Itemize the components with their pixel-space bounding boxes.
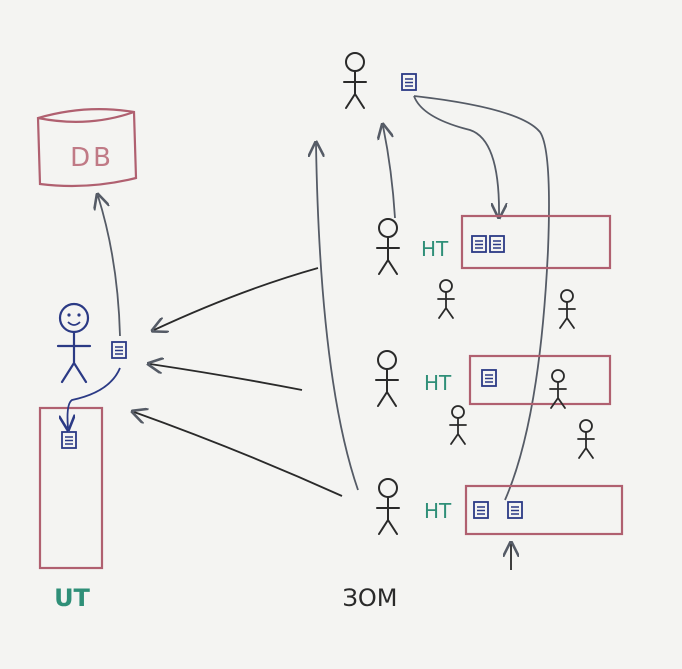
ht-box-2 xyxy=(468,354,612,406)
stick-figure-icon xyxy=(376,478,400,535)
stick-figure-icon xyxy=(376,218,400,275)
arrow-top-doc-to-ht xyxy=(413,95,499,216)
stick-figure-icon xyxy=(375,350,399,407)
arrow-doc-to-ut xyxy=(68,367,121,428)
document-icon xyxy=(507,501,523,519)
document-icon xyxy=(481,369,497,387)
stick-figure-icon xyxy=(343,52,367,109)
document-icon xyxy=(473,501,489,519)
stick-figure-icon xyxy=(558,289,576,329)
document-icon xyxy=(489,235,505,253)
ut-box xyxy=(38,406,104,570)
document-icon xyxy=(61,431,77,449)
document-icon xyxy=(471,235,487,253)
stick-figure-icon xyxy=(549,369,567,409)
stick-figure-icon xyxy=(449,405,467,445)
arrow-bottom-to-top xyxy=(316,144,359,491)
arrow-bottom-doc-to-top xyxy=(413,95,550,501)
ht-box-3 xyxy=(464,484,624,536)
ht-box-1 xyxy=(460,214,612,270)
stick-figure-icon xyxy=(577,419,595,459)
ut-label: UT xyxy=(54,584,90,612)
smiley-figure-icon xyxy=(56,302,92,384)
document-icon xyxy=(111,341,127,359)
ht-label-1: HT xyxy=(421,237,449,261)
arrow-row2-to-left xyxy=(150,364,303,391)
document-icon xyxy=(401,73,417,91)
bom-label: ЗОМ xyxy=(343,584,398,612)
arrow-to-top-person xyxy=(383,126,396,219)
arrow-row3-to-left xyxy=(134,412,343,497)
ht-label-3: HT xyxy=(424,499,452,523)
arrow-to-db xyxy=(98,196,121,337)
database-shape: DB xyxy=(36,108,138,188)
db-label: DB xyxy=(70,143,114,173)
arrow-row1-to-left xyxy=(154,267,319,330)
ht-label-2: HT xyxy=(424,371,452,395)
stick-figure-icon xyxy=(437,279,455,319)
